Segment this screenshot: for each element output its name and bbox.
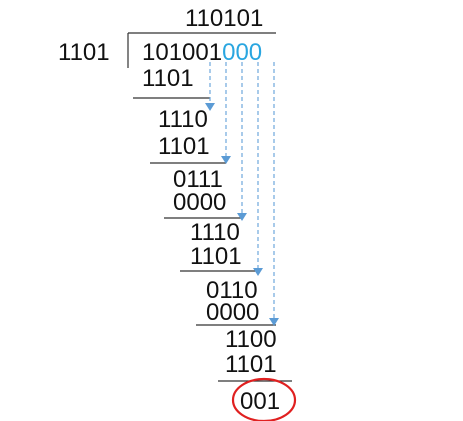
dividend-main-bits: 101001: [142, 39, 222, 66]
step-row: 1101: [225, 351, 277, 378]
divisor-text: 1101: [58, 39, 110, 66]
dividend-text: 101001000: [142, 39, 262, 66]
step-row: 1101: [158, 133, 210, 160]
step-row: 1100: [225, 326, 277, 353]
quotient-text: 110101: [185, 5, 263, 32]
bring-down-arrow-head: [237, 213, 247, 221]
step-row: 0111: [173, 166, 223, 193]
bring-down-arrow-head: [269, 318, 279, 326]
step-row: 0000: [206, 299, 259, 326]
step-row: 0000: [173, 189, 226, 216]
bring-down-arrow-head: [253, 268, 263, 276]
dividend-appended-bits: 000: [222, 39, 262, 66]
step-row: 1101: [190, 243, 242, 270]
step-row: 0110: [206, 277, 258, 304]
step-row: 1101: [142, 65, 194, 92]
remainder-text: 001: [240, 388, 280, 415]
bring-down-arrow-head: [221, 156, 231, 164]
step-row: 1110: [158, 106, 208, 133]
remainder-circle: [231, 377, 297, 421]
step-row: 1110: [190, 219, 240, 246]
bring-down-arrow-head: [205, 103, 215, 111]
